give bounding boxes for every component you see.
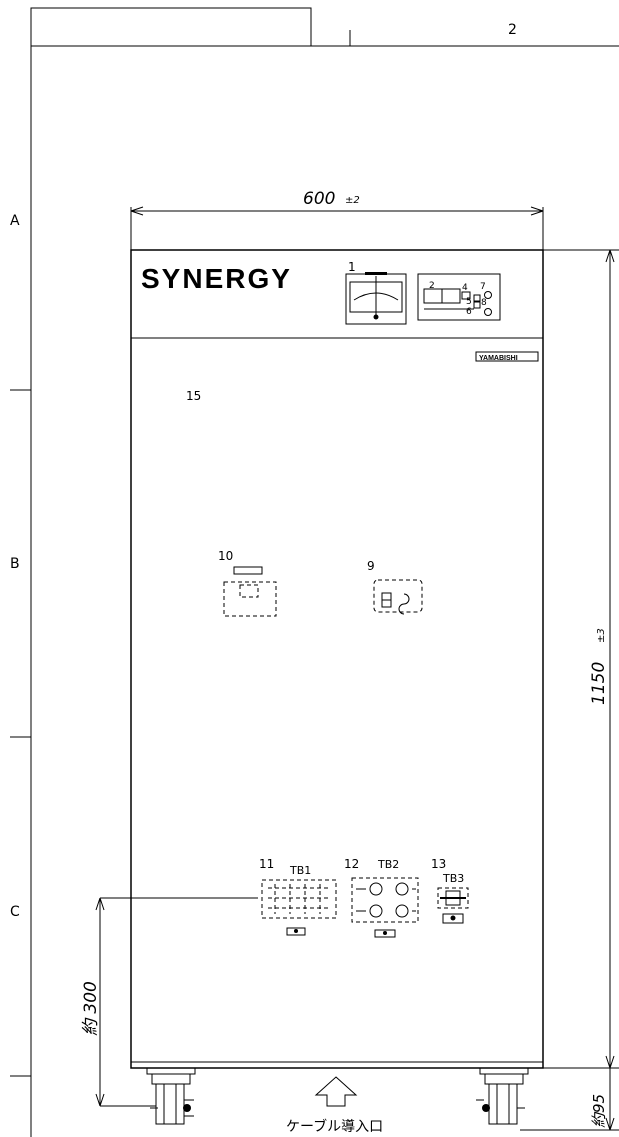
part-number-12: 12 [344,857,359,871]
cable-height-dimension [95,897,258,1107]
drawing-frame [10,7,619,1137]
width-dimension [130,206,544,250]
part-number-5: 5 [466,297,472,307]
terminal-block-tb1 [261,879,337,936]
tb1-label: TB1 [289,864,311,877]
maker-plate [475,351,539,362]
cable-entry-label: ケーブル導入口 [286,1118,383,1135]
part-number-4: 4 [462,283,468,293]
height-dimension [543,249,619,1069]
component-10 [223,566,277,617]
cable-entry-arrow-icon [314,1076,358,1107]
row-letter-b: B [10,556,20,572]
part-number-8: 8 [481,298,487,308]
part-number-15: 15 [186,389,201,403]
cable-height-value: 約 300 [81,981,101,1036]
row-letter-a: A [10,213,20,229]
part-number-11: 11 [259,857,274,871]
part-number-2: 2 [429,281,435,291]
left-caster [146,1067,196,1125]
part-number-9: 9 [367,559,375,573]
width-value: 600 [303,189,335,209]
terminal-block-tb3 [437,887,469,924]
part-number-1: 1 [348,260,356,274]
caster-height-value: 約95 [590,1094,608,1128]
analog-meter [345,272,407,325]
height-tolerance: ±3 [596,628,607,643]
sheet-number: 2 [508,22,517,38]
row-letter-c: C [10,904,20,920]
part-number-7: 7 [480,282,486,292]
height-value: 1150 [589,662,609,705]
maker-plate-text: YAMABISHI [479,355,518,362]
part-number-13: 13 [431,857,446,871]
width-tolerance: ±2 [345,195,360,206]
brand-logo: SYNERGY [141,263,292,294]
part-number-10: 10 [218,549,233,563]
component-9 [373,579,423,615]
terminal-block-tb2 [351,877,419,938]
tb2-label: TB2 [377,858,399,871]
caster-dimension [520,1068,619,1131]
tb3-label: TB3 [442,872,464,885]
right-caster [476,1067,529,1125]
control-panel [417,273,501,321]
part-number-6: 6 [466,307,472,317]
cabinet-body [130,249,544,1069]
